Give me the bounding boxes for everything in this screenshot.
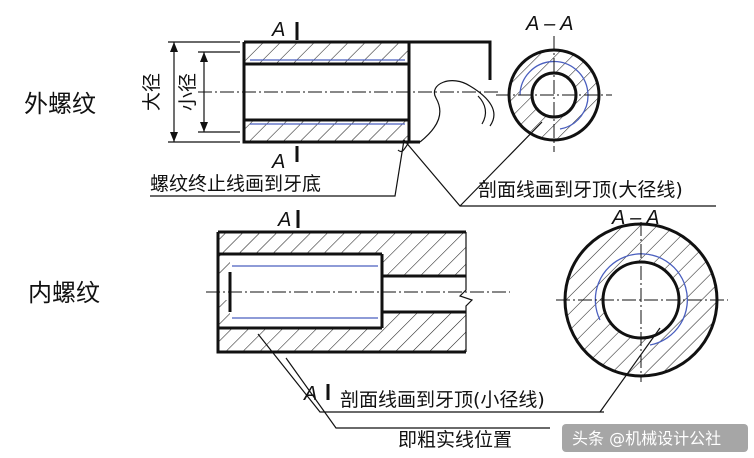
external-section-title: A – A	[525, 13, 573, 35]
watermark: 头条 @机械设计公社	[562, 424, 748, 452]
top-hatch-band	[244, 42, 409, 64]
major-diameter-label: 大径	[141, 73, 163, 111]
leader-thread-end	[150, 139, 405, 197]
leader-thick-line	[285, 357, 550, 429]
internal-section-mark-bottom: A	[303, 383, 317, 405]
bottom-hatch-band	[244, 120, 409, 142]
break-curve	[419, 80, 495, 143]
internal-section-thread-arc	[594, 253, 688, 346]
external-thread-label: 外螺纹	[24, 90, 96, 118]
hatch-to-crest-minor-note: 剖面线画到牙顶(小径线)	[340, 389, 545, 411]
thread-end-note: 螺纹终止线画到牙底	[150, 173, 321, 195]
external-thread-view	[168, 22, 500, 162]
break-curve-inner	[477, 95, 487, 125]
section-mark-a-bottom: A	[271, 151, 285, 173]
external-section-thread-arc	[519, 60, 589, 130]
internal-section-title: A – A	[611, 207, 659, 229]
internal-section-view	[556, 222, 728, 382]
internal-break-line	[458, 232, 474, 352]
leader-hatch-minor-a	[257, 333, 604, 413]
leader-hatch-major-b	[459, 121, 543, 207]
internal-section-mark-top: A	[277, 209, 291, 231]
section-mark-a-top: A	[271, 19, 285, 41]
leader-lines	[150, 121, 716, 429]
minor-diameter-label: 小径	[177, 73, 199, 111]
internal-bottom-hatch	[218, 328, 466, 352]
internal-thread-label: 内螺纹	[28, 279, 100, 307]
minor-diameter-dimension	[198, 51, 240, 133]
thick-line-position-note: 即粗实线位置	[398, 429, 512, 451]
leader-hatch-minor-b	[599, 327, 661, 413]
external-section-view	[496, 36, 612, 152]
watermark-text: 头条 @机械设计公社	[572, 429, 721, 448]
internal-thread-view	[206, 210, 510, 400]
hatch-to-crest-major-note: 剖面线画到牙顶(大径线)	[478, 179, 683, 201]
major-diameter-dimension	[168, 41, 240, 143]
internal-top-hatch	[218, 232, 466, 254]
